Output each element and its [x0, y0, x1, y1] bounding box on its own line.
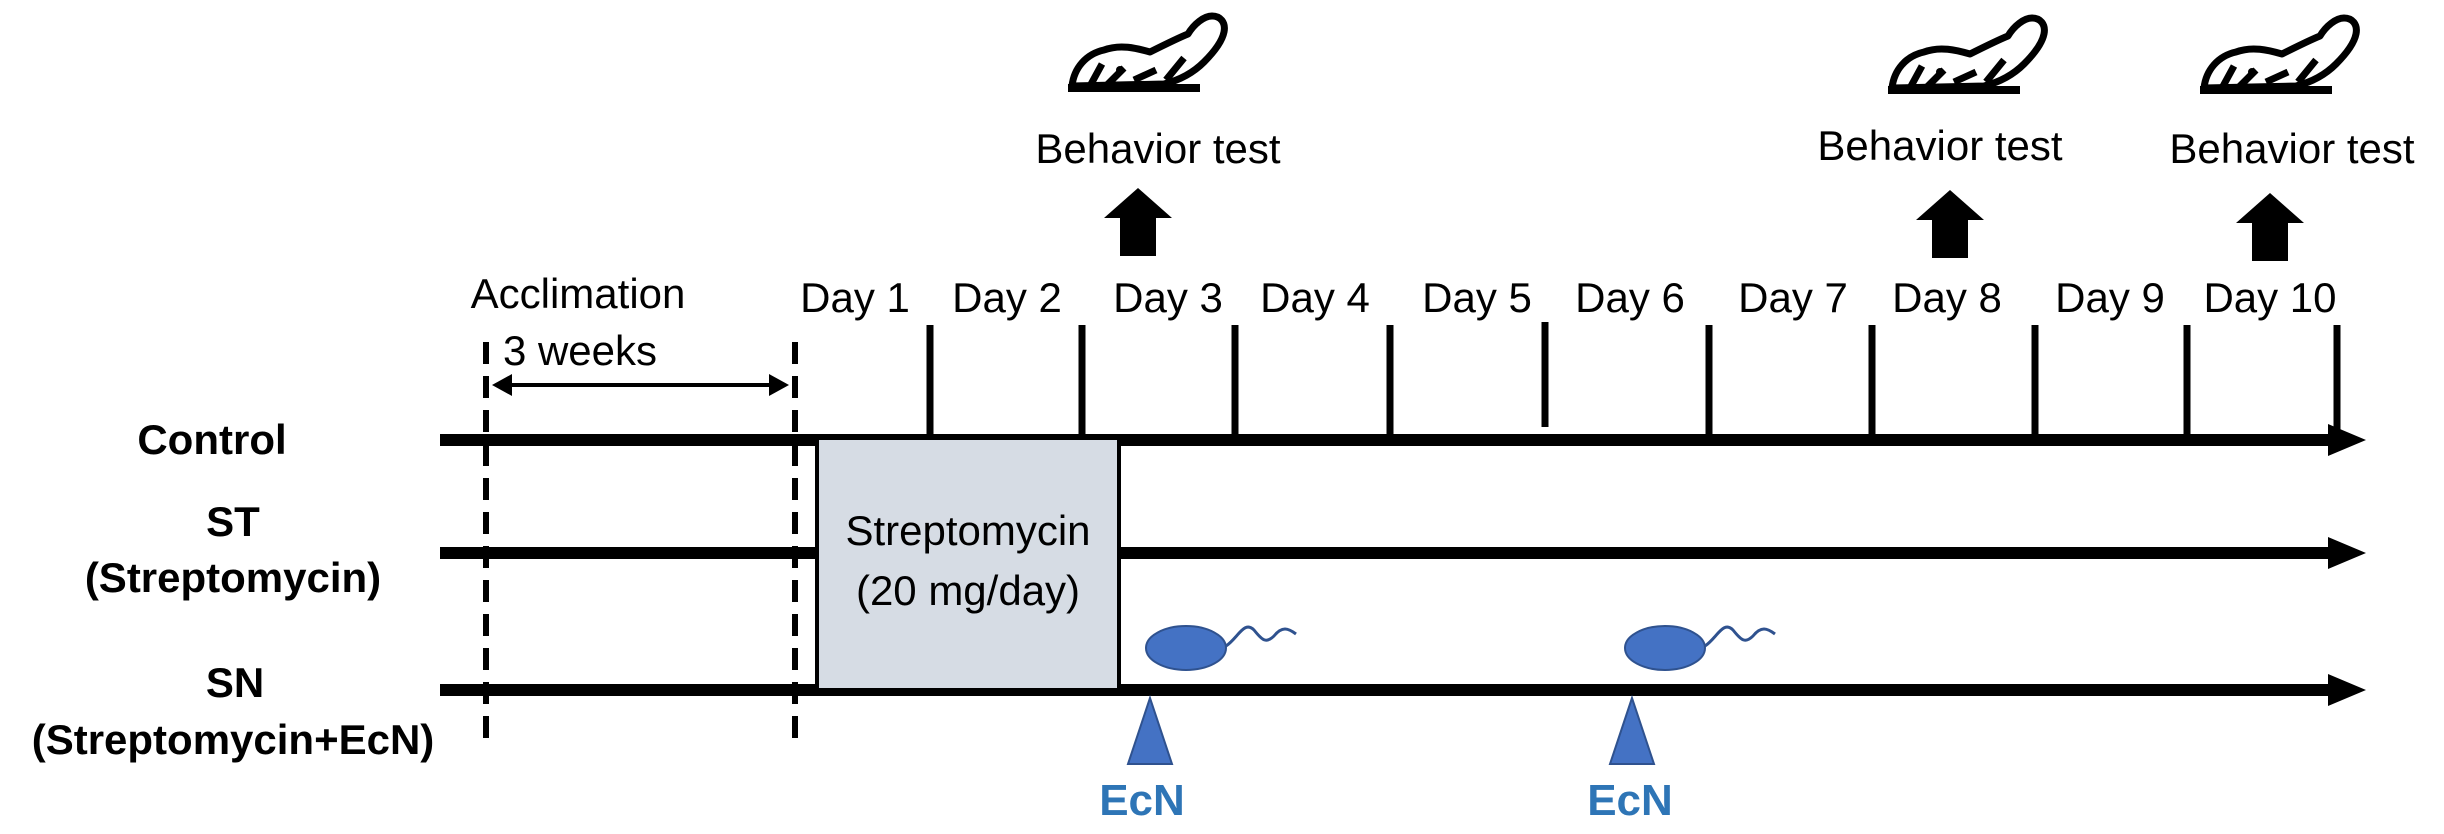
group-st-label: ST — [206, 498, 260, 545]
day-label: Day 9 — [2055, 274, 2165, 321]
day-label: Day 6 — [1575, 274, 1685, 321]
day-label: Day 3 — [1113, 274, 1223, 321]
day-ticks — [926, 322, 2341, 440]
day-label: Day 4 — [1260, 274, 1370, 321]
behavior-test-label: Behavior test — [1817, 122, 2062, 169]
timeline-st — [440, 537, 2366, 569]
day-label: Day 1 — [800, 274, 910, 321]
group-control-label: Control — [137, 416, 286, 463]
triangle-marker-icon — [1608, 694, 1656, 765]
ecn-label: EcN — [1587, 776, 1673, 825]
streptomycin-box — [815, 436, 1121, 692]
treatment-dose: (20 mg/day) — [856, 567, 1080, 614]
group-st-detail: (Streptomycin) — [85, 554, 381, 601]
bacterium-icon — [1144, 624, 1298, 672]
timeline-control — [440, 424, 2366, 456]
mouse-icon — [1068, 16, 1224, 88]
timeline-sn — [440, 674, 2366, 706]
behavior-test-label: Behavior test — [1035, 125, 1280, 172]
day-label: Day 5 — [1422, 274, 1532, 321]
day-label: Day 10 — [2203, 274, 2336, 321]
acclimation-label: Acclimation — [471, 270, 686, 317]
up-arrow-icon — [1916, 190, 1984, 258]
group-sn-label: SN — [206, 659, 264, 706]
day-label: Day 7 — [1738, 274, 1848, 321]
bacterium-icon — [1623, 624, 1777, 672]
day-label: Day 2 — [952, 274, 1062, 321]
treatment-drug: Streptomycin — [845, 507, 1090, 554]
mouse-icon — [2200, 18, 2356, 90]
acclimation-span-arrow — [492, 374, 789, 396]
day-label: Day 8 — [1892, 274, 2002, 321]
behavior-test-label: Behavior test — [2169, 125, 2414, 172]
group-sn-detail: (Streptomycin+EcN) — [32, 716, 435, 763]
mouse-icon — [1888, 18, 2044, 90]
ecn-label: EcN — [1099, 776, 1185, 825]
acclimation-duration: 3 weeks — [503, 327, 657, 374]
triangle-marker-icon — [1126, 694, 1174, 765]
up-arrow-icon — [1104, 188, 1172, 256]
up-arrow-icon — [2236, 193, 2304, 261]
